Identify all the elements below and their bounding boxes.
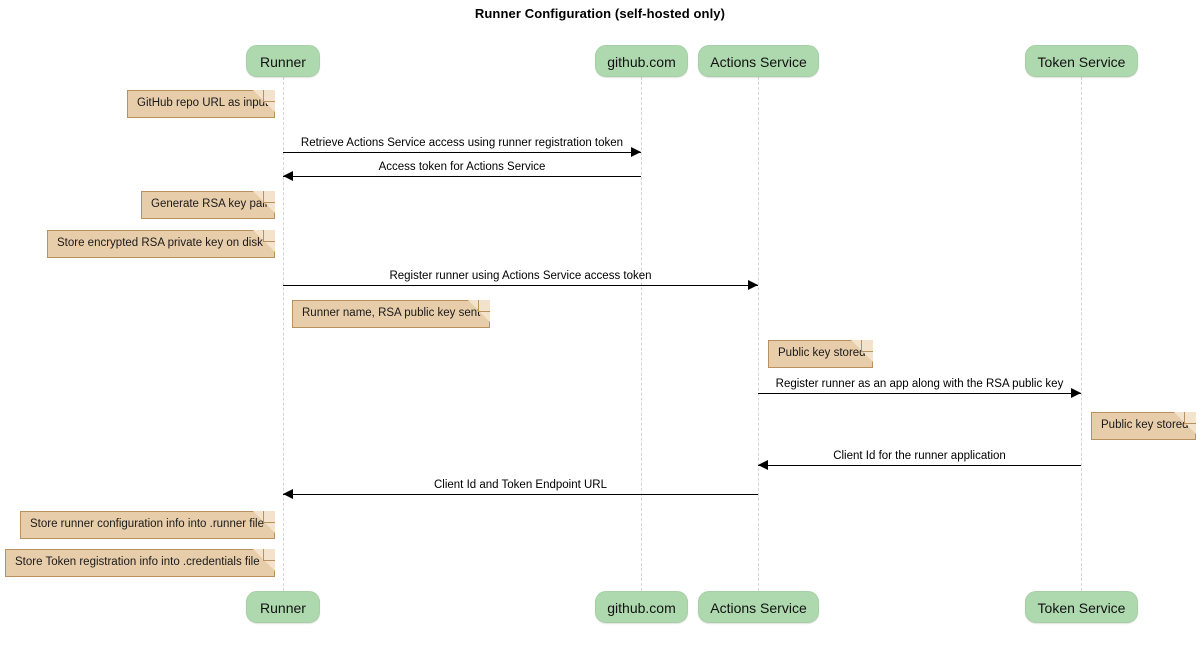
note-text: Runner name, RSA public key sent [302, 307, 481, 319]
note-text: Store Token registration info into .cred… [15, 556, 260, 568]
participant-footer-github[interactable]: github.com [595, 591, 688, 623]
arrowhead-left-5 [758, 460, 768, 470]
note-fold-edge [263, 230, 275, 242]
note-text: Store runner configuration info into .ru… [30, 518, 264, 530]
arrowhead-right-4 [1071, 388, 1081, 398]
message-line-4 [758, 393, 1081, 394]
message-label-1: Retrieve Actions Service access using ru… [300, 137, 624, 149]
message-label-3: Register runner using Actions Service ac… [389, 270, 652, 282]
participant-footer-runner[interactable]: Runner [246, 591, 320, 623]
message-label-2: Access token for Actions Service [378, 161, 546, 173]
note-7: Store runner configuration info into .ru… [20, 511, 275, 539]
lifeline-actions [758, 77, 759, 591]
participant-header-github[interactable]: github.com [595, 45, 688, 77]
note-fold-edge [263, 549, 275, 561]
message-label-4: Register runner as an app along with the… [775, 378, 1064, 390]
note-8: Store Token registration info into .cred… [5, 549, 275, 577]
message-label-6: Client Id and Token Endpoint URL [433, 479, 608, 491]
note-text: GitHub repo URL as input [137, 97, 269, 109]
participant-header-token[interactable]: Token Service [1025, 45, 1138, 77]
lifeline-github [641, 77, 642, 591]
note-text: Public key stored [778, 347, 866, 359]
note-4: Runner name, RSA public key sent [292, 300, 490, 328]
note-fold-edge [263, 191, 275, 203]
note-1: GitHub repo URL as input [127, 90, 275, 118]
note-5: Public key stored [768, 340, 873, 368]
message-line-3 [283, 285, 758, 286]
arrowhead-right-3 [748, 280, 758, 290]
note-fold-edge [1184, 412, 1196, 424]
arrowhead-right-1 [631, 147, 641, 157]
message-label-5: Client Id for the runner application [833, 450, 1006, 462]
message-line-2 [283, 176, 641, 177]
note-6: Public key stored [1091, 412, 1196, 440]
note-fold-edge [478, 300, 490, 312]
note-text: Store encrypted RSA private key on disk [57, 237, 263, 249]
note-2: Generate RSA key pair [141, 191, 275, 219]
lifeline-runner [283, 77, 284, 591]
participant-header-actions[interactable]: Actions Service [698, 45, 819, 77]
note-fold-edge [861, 340, 873, 352]
participant-header-runner[interactable]: Runner [246, 45, 320, 77]
lifeline-token [1081, 77, 1082, 591]
participant-footer-actions[interactable]: Actions Service [698, 591, 819, 623]
arrowhead-left-6 [283, 489, 293, 499]
message-line-1 [283, 152, 641, 153]
note-text: Public key stored [1101, 419, 1189, 431]
note-text: Generate RSA key pair [151, 198, 269, 210]
note-fold-edge [263, 511, 275, 523]
message-line-6 [283, 494, 758, 495]
note-fold-edge [263, 90, 275, 102]
arrowhead-left-2 [283, 171, 293, 181]
page-title: Runner Configuration (self-hosted only) [474, 6, 726, 21]
message-line-5 [758, 465, 1081, 466]
participant-footer-token[interactable]: Token Service [1025, 591, 1138, 623]
note-3: Store encrypted RSA private key on disk [47, 230, 275, 258]
